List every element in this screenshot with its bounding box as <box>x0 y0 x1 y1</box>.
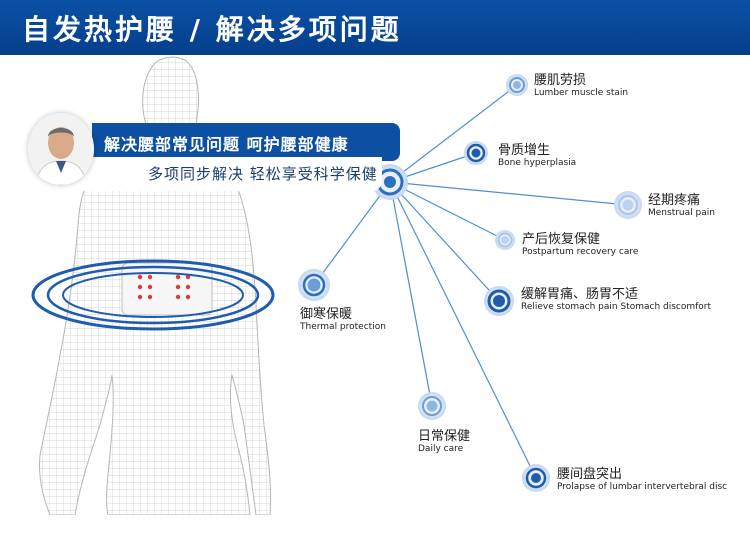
benefit-cn: 产后恢复保健 <box>522 232 601 247</box>
benefit-en: Relieve stomach pain Stomach discomfort <box>521 302 712 312</box>
benefit-en: Lumber muscle stain <box>534 88 629 98</box>
benefit-menstrual: 经期疼痛 Menstrual pain <box>648 193 715 219</box>
page-title: 自发热护腰 / 解决多项问题 <box>22 13 402 46</box>
content-area: 解决腰部常见问题 呵护腰部健康 多项同步解决 轻松享受科学保健 腰肌劳损 Lum… <box>0 55 750 515</box>
doctor-icon <box>28 113 94 185</box>
node-thermal <box>298 269 330 301</box>
node-stomach <box>484 286 514 316</box>
benefit-cn: 御寒保暖 <box>300 307 353 322</box>
benefit-en: Prolapse of lumbar intervertebral disc <box>557 482 728 492</box>
benefit-cn: 经期疼痛 <box>648 193 701 208</box>
benefit-en: Menstrual pain <box>648 208 715 218</box>
benefit-en: Thermal protection <box>300 322 386 332</box>
benefit-lumbar: 腰肌劳损 Lumber muscle stain <box>534 73 628 99</box>
benefit-stomach: 缓解胃痛、肠胃不适 Relieve stomach pain Stomach d… <box>521 287 711 313</box>
benefit-en: Bone hyperplasia <box>498 158 577 168</box>
benefit-disc: 腰间盘突出 Prolapse of lumbar intervertebral … <box>557 467 727 493</box>
doctor-avatar <box>28 113 94 185</box>
benefit-cn: 腰间盘突出 <box>557 467 623 482</box>
subline-banner: 多项同步解决 轻松享受科学保健 <box>82 157 382 191</box>
benefit-cn: 日常保健 <box>418 429 471 444</box>
benefit-daily: 日常保健 Daily care <box>418 429 470 455</box>
benefit-bone: 骨质增生 Bone hyperplasia <box>498 143 576 169</box>
node-bone <box>464 141 488 165</box>
node-daily <box>418 392 446 420</box>
benefit-en: Postpartum recovery care <box>522 247 639 257</box>
benefit-thermal: 御寒保暖 Thermal protection <box>300 307 386 333</box>
benefit-cn: 腰肌劳损 <box>534 73 587 88</box>
benefit-en: Daily care <box>418 444 464 454</box>
node-postpartum <box>495 230 515 250</box>
node-lumbar <box>506 74 528 96</box>
heat-rings <box>31 259 275 331</box>
headline-banner: 解决腰部常见问题 呵护腰部健康 <box>92 123 400 161</box>
heating-dots <box>137 274 191 300</box>
banner-headline: 解决腰部常见问题 呵护腰部健康 <box>104 135 349 154</box>
banner-subline: 多项同步解决 轻松享受科学保健 <box>148 165 378 183</box>
header-bar: 自发热护腰 / 解决多项问题 <box>0 0 750 55</box>
node-disc <box>522 464 550 492</box>
benefit-cn: 骨质增生 <box>498 143 551 158</box>
benefit-cn: 缓解胃痛、肠胃不适 <box>521 287 639 302</box>
node-menstrual <box>614 191 642 219</box>
benefit-postpartum: 产后恢复保健 Postpartum recovery care <box>522 232 638 258</box>
